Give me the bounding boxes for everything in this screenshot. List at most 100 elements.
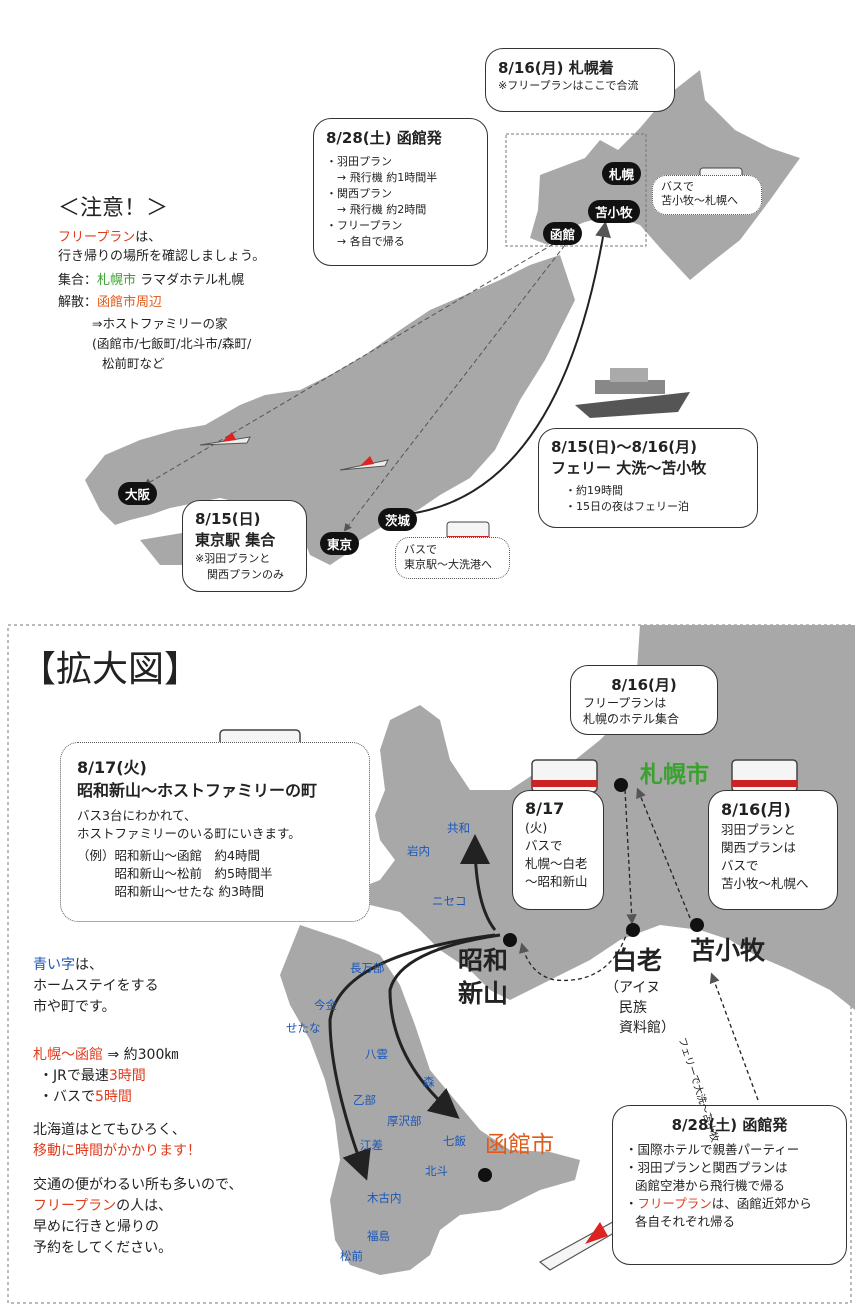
airplane-illustration-2 <box>339 456 389 471</box>
town-iwanai: 岩内 <box>407 844 430 858</box>
side-transport-note: 交通の便がわるい所も多いので、 フリープランの人は、 早めに行きと帰りの 予約を… <box>33 1175 242 1259</box>
bubble-0817-line-2: ホストファミリーのいる町にいきます。 <box>77 826 301 841</box>
disband-area: 函館市周辺 <box>97 295 163 310</box>
bubble-0817-subtitle: 昭和新山～ホストファミリーの町 <box>77 781 318 800</box>
route-tokyo-hakodate <box>343 244 566 532</box>
town-fukushima: 福島 <box>367 1229 390 1243</box>
disband-label: 解散： <box>58 295 98 310</box>
side-jr-pre: ・JRで最速 <box>39 1068 109 1084</box>
bubble-0816-right-title: 8/16(月) <box>721 800 791 819</box>
bubble-0828-title: 8/28(土) 函館発 <box>671 1116 788 1134</box>
place-hakodate: 函館 <box>543 222 583 245</box>
bubble-0817-example-2: 昭和新山～松前 約5時間半 <box>114 866 273 881</box>
side-blue-chars: 青い字 <box>33 957 75 973</box>
label-tomakomai: 苫小牧 <box>690 936 766 965</box>
bubble-0828-line-4: は、函館近郊から <box>711 1196 812 1211</box>
side-distance: 札幌～函館 ⇒ 約300㎞ ・JRで最速3時間 ・バスで5時間 <box>33 1045 178 1108</box>
bus-illustration-bottom-2 <box>531 759 598 793</box>
bubble-0817-host-family: 8/17(火) 昭和新山～ホストファミリーの町 バス3台にわかれて、 ホストファ… <box>60 742 370 922</box>
bubble-0817-small-line-3: ～昭和新山 <box>525 874 588 889</box>
label-sapporo-city: 札幌市 <box>640 762 709 788</box>
gather-city: 札幌市 <box>97 273 137 288</box>
bubble-ferry-line-2: ・15日の夜はフェリー泊 <box>565 500 689 513</box>
bubble-hakodate-line-4: → 飛行機 約2時間 <box>326 203 427 216</box>
bubble-0817-example-1: 昭和新山～函館 約4時間 <box>114 848 260 863</box>
bubble-0816-right-line-3: バスで <box>721 858 759 873</box>
town-otobe: 乙部 <box>353 1093 376 1107</box>
bubble-0816-title: 8/16(月) <box>611 676 677 694</box>
bubble-tokyo-title-2: 東京駅 集合 <box>195 531 276 549</box>
bubble-hakodate-line-2: → 飛行機 約1時間半 <box>326 171 438 184</box>
bubble-0817-small-title: 8/17 <box>525 799 565 818</box>
side-warning: 北海道はとてもひろく、 移動に時間がかかります！ <box>33 1120 201 1162</box>
bubble-ferry-title-2: フェリー 大洗～苫小牧 <box>551 459 707 477</box>
bubble-hakodate-line-5: ・フリープラン <box>326 219 403 232</box>
dot-tomakomai <box>690 918 704 932</box>
bus-tokyo-line-1: バスで <box>404 543 437 556</box>
notice-detail-1: ⇒ホストファミリーの家 <box>92 316 228 331</box>
bubble-bus-tomakomai: バスで 苫小牧～札幌へ <box>652 175 762 215</box>
bus-tomakomai-line-1: バスで <box>661 180 694 193</box>
place-osaka: 大阪 <box>118 482 158 505</box>
zoom-heading: 【拡大図】 <box>20 649 201 690</box>
bubble-0828-free-plan: フリープラン <box>637 1196 712 1211</box>
bubble-0816-right-line-2: 関西プランは <box>721 840 797 855</box>
town-mori: 森 <box>423 1075 435 1089</box>
bus-route-to-hakodate <box>388 933 501 1119</box>
bubble-0828-line-2: ・羽田プランと関西プランは <box>625 1160 788 1175</box>
town-yakumo: 八雲 <box>365 1047 388 1061</box>
dot-showa-shinzan <box>503 933 517 947</box>
notice-line2: 行き帰りの場所を確認しましょう。 <box>58 249 266 264</box>
notice-detail-2: (函館市/七飯町/北斗市/森町/ <box>92 336 252 351</box>
ferry-ship-illustration <box>575 368 690 418</box>
shiraoi-note-2: 民族 <box>619 1000 647 1016</box>
dot-shiraoi <box>626 923 640 937</box>
bubble-0817-small-line-2: 札幌～白老 <box>525 856 588 871</box>
bubble-hakodate-title: 8/28(土) 函館発 <box>326 129 442 147</box>
side-warn-1: 北海道はとてもひろく、 <box>33 1122 186 1138</box>
town-setana: せたな <box>286 1021 321 1035</box>
airplane-illustration-1 <box>199 432 251 446</box>
dot-sapporo <box>614 778 628 792</box>
place-tomakomai: 苫小牧 <box>588 200 640 223</box>
bubble-0816-line-2: 札幌のホテル集合 <box>583 712 680 726</box>
bubble-hakodate-line-3: ・関西プラン <box>326 187 392 200</box>
ferry-route-bottom <box>709 972 759 1101</box>
bubble-tokyo-title-1: 8/15(日) <box>195 510 261 528</box>
side-bus-pre: ・バスで <box>39 1089 95 1105</box>
dot-hakodate <box>478 1168 492 1182</box>
bubble-0816-free-plan: 8/16(月) フリープランは 札幌のホテル集合 <box>570 665 718 735</box>
route-tomakomai-sapporo <box>636 787 691 919</box>
bubble-0828-line-3: 函館空港から飛行機で帰る <box>635 1178 786 1193</box>
bubble-0828-line-1: ・国際ホテルで親善パーティー <box>625 1142 800 1157</box>
place-sapporo: 札幌 <box>602 162 642 185</box>
bubble-0817-title: 8/17(火) <box>77 758 147 777</box>
side-t-3: 早めに行きと帰りの <box>33 1219 159 1235</box>
label-showa-2: 新山 <box>458 979 509 1008</box>
bubble-0816-right-line-1: 羽田プランと <box>721 822 797 837</box>
bus-route-to-kyowa <box>460 834 497 931</box>
bubble-ferry-title-1: 8/15(日)～8/16(月) <box>551 438 698 456</box>
bus-route-to-esashi <box>328 933 496 1181</box>
route-sapporo-shiraoi <box>624 789 637 925</box>
town-oshamambe: 長万部 <box>350 961 385 975</box>
side-t-1: 交通の便がわるい所も多いので、 <box>33 1177 243 1193</box>
notice-detail-3: 松前町など <box>102 356 165 371</box>
shiraoi-note-3: 資料館） <box>619 1020 675 1036</box>
town-nanae: 七飯 <box>443 1134 466 1148</box>
side-line-2: ホームステイをする <box>33 978 159 994</box>
bubble-0817-small-line-1: バスで <box>525 838 563 853</box>
side-legend: 青い字は、 ホームステイをする 市や町です。 <box>33 955 159 1018</box>
bubble-0816-line-1: フリープランは <box>583 696 667 710</box>
zoom-landmass-north <box>355 625 855 1010</box>
notice-title: ＜注意！＞ <box>58 196 169 221</box>
notice-line1-suffix: は、 <box>135 230 162 245</box>
bubble-0817-line-1: バス3台にわかれて、 <box>77 808 197 823</box>
side-t-4: 予約をしてください。 <box>33 1240 173 1256</box>
gather-place: ラマダホテル札幌 <box>136 273 245 288</box>
bus-illustration-bottom-3 <box>731 759 798 793</box>
label-shiraoi-note: （アイヌ 民族 資料館） <box>605 978 675 1038</box>
town-esashi: 江差 <box>360 1138 383 1152</box>
bubble-tokyo-meetup: 8/15(日) 東京駅 集合 ※羽田プランと 関西プランのみ <box>182 500 307 592</box>
town-matsumae: 松前 <box>340 1249 363 1263</box>
